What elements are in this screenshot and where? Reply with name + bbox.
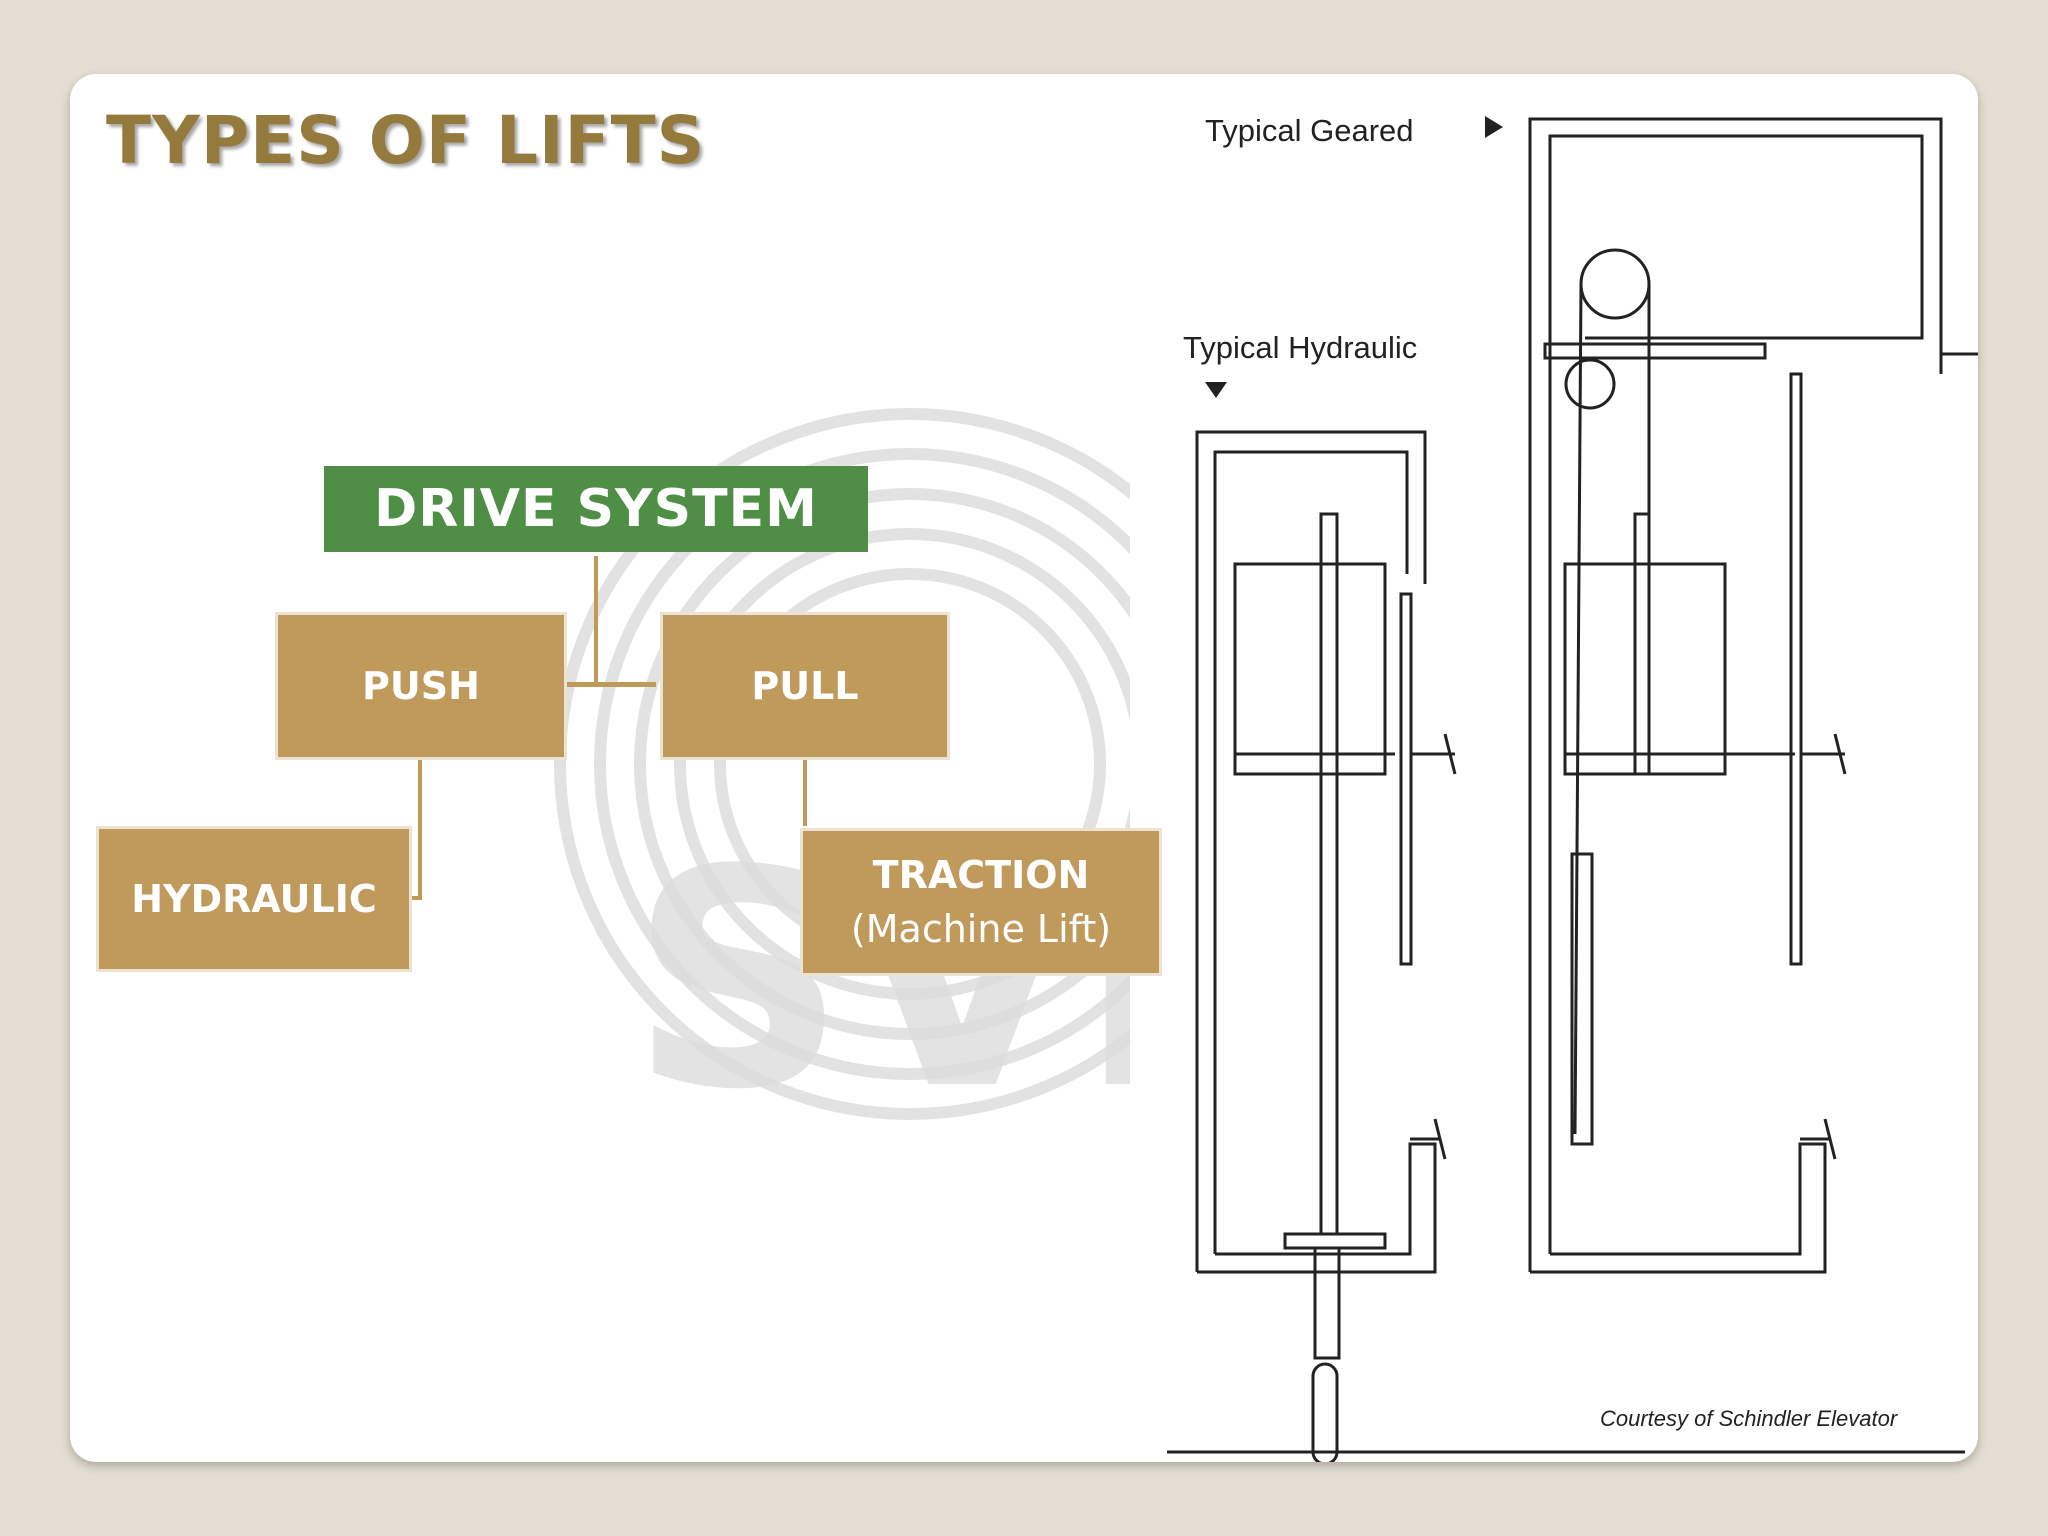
geared-counterweight (1570, 852, 1594, 1146)
geared-label: Typical Geared (1205, 113, 1414, 148)
deflector-sheave (1564, 358, 1616, 410)
geared-shaft-outer (1528, 117, 1978, 1272)
geared-label-arrow (1485, 116, 1503, 138)
hydraulic-label-text: Typical Hydraulic (1183, 330, 1417, 365)
slide-title: TYPES OF LIFTS (106, 102, 706, 179)
geared-machine-floor (1543, 342, 1767, 360)
pull-box: PULL (660, 612, 950, 760)
geared-rail (1789, 372, 1803, 966)
hydraulic-plunger (1319, 512, 1339, 1236)
push-label: PUSH (362, 664, 480, 708)
hydraulic-rail (1399, 592, 1413, 966)
traction-box: TRACTION (Machine Lift) (800, 828, 1162, 976)
hydraulic-shaft-outer (1195, 430, 1427, 1272)
drawing-credit: Courtesy of Schindler Elevator (1600, 1406, 1899, 1431)
geared-hitch (1633, 512, 1651, 776)
hydraulic-base (1283, 1232, 1387, 1250)
pull-label: PULL (751, 664, 859, 708)
drive-system-box: DRIVE SYSTEM (324, 466, 868, 552)
geared-shaft-inner (1548, 134, 1924, 1254)
hydraulic-box: HYDRAULIC (96, 826, 412, 972)
watermark-logo: SVI (554, 408, 1130, 1155)
hydraulic-cylinder (1313, 1246, 1341, 1360)
lift-shaft-drawing: Typical Geared Typical Hydraulic Courtes… (1167, 113, 1978, 1462)
hydraulic-label: HYDRAULIC (131, 877, 377, 921)
geared-car (1563, 562, 1727, 776)
hydraulic-car (1233, 562, 1387, 776)
geared-shaft-bottom (1530, 1142, 1827, 1274)
connector-root (594, 556, 598, 686)
slide: SVI TYPES OF LIFTS DRIVE SYSTEM PUSH PUL… (70, 74, 1978, 1462)
hydraulic-jack (1311, 1362, 1339, 1462)
hydraulic-shaft-bottom (1197, 1142, 1437, 1274)
connector-push-hydraulic (418, 760, 422, 900)
connector-push-hydraulic-elbow (408, 896, 422, 900)
traction-label: TRACTION (872, 853, 1090, 897)
connector-pull-traction (803, 760, 807, 826)
drive-system-label: DRIVE SYSTEM (374, 479, 818, 539)
hydraulic-label-arrow (1205, 382, 1227, 398)
traction-sublabel: (Machine Lift) (850, 907, 1112, 951)
push-box: PUSH (275, 612, 567, 760)
connector-push-pull (564, 682, 656, 687)
traction-sheave (1579, 248, 1651, 320)
hydraulic-shaft-inner (1213, 450, 1409, 1254)
